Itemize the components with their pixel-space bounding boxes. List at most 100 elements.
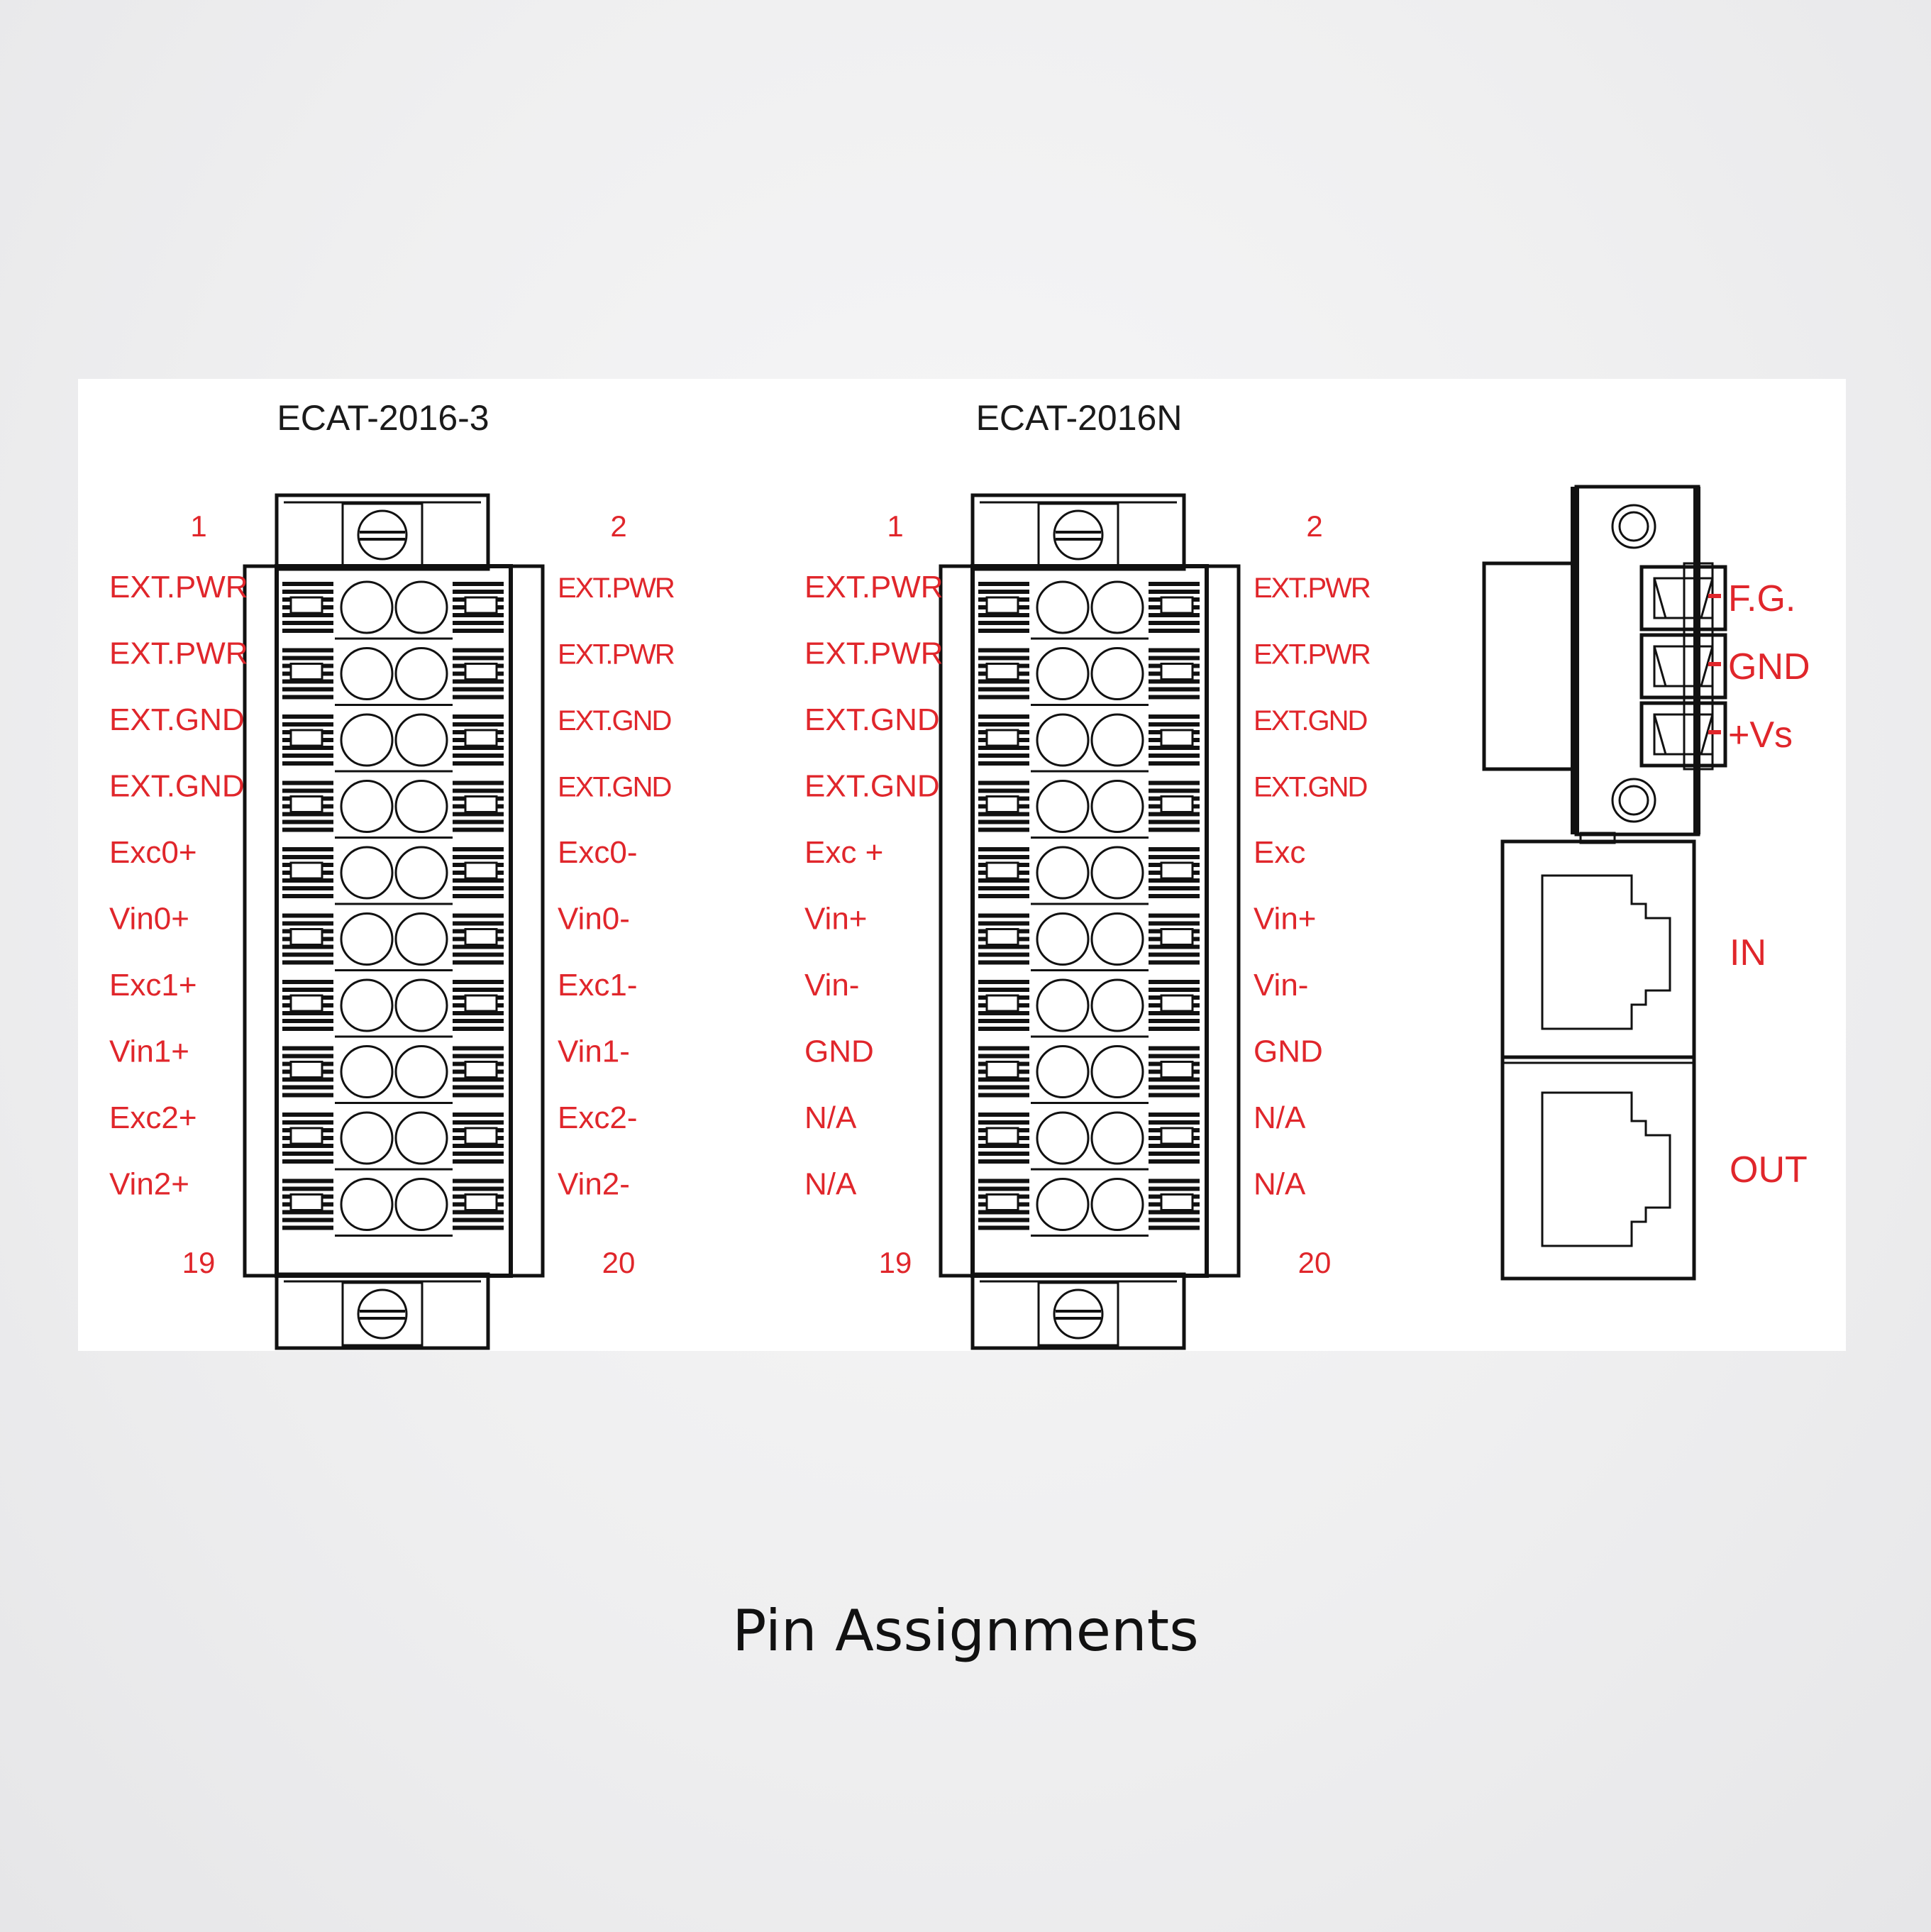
terminal-row: [978, 912, 1200, 971]
pin-number-2: 2: [610, 509, 626, 543]
right-side-labels: EXT.PWREXT.PWREXT.GNDEXT.GNDExcVin+Vin-G…: [1254, 573, 1372, 1202]
screw-icon: [357, 509, 408, 561]
pin-number-19: 19: [879, 1246, 912, 1279]
pin-label-left: EXT.PWR: [804, 636, 944, 671]
pin-label-right: Exc2-: [558, 1100, 637, 1135]
wire-hole: [1090, 1045, 1144, 1098]
wire-hole: [1036, 1178, 1090, 1231]
pin-label-left: N/A: [804, 1167, 857, 1202]
wire-hole: [1036, 978, 1090, 1032]
pin-number-20: 20: [1298, 1246, 1332, 1279]
pin-label-left: N/A: [804, 1100, 857, 1135]
terminal-row: [978, 580, 1200, 640]
power-terminal-slot: [1639, 565, 1727, 631]
pin-number-19: 19: [182, 1246, 216, 1279]
module-ecat-2016n: ECAT-2016N 1 2 19 20 EXT.PWREXT.PWREXT.G…: [804, 398, 1372, 1350]
pin-number-2: 2: [1306, 509, 1322, 543]
terminal-row: [282, 1045, 504, 1104]
wire-hole: [1036, 912, 1090, 966]
screw-cap: [275, 493, 490, 571]
wire-hole: [394, 713, 448, 767]
pin-label-right: Vin2-: [558, 1167, 630, 1202]
mount-screw-icon: [1611, 504, 1656, 549]
pin-label-left: Vin1+: [109, 1034, 189, 1069]
wire-hole: [1090, 846, 1144, 900]
terminal-row: [978, 846, 1200, 905]
pin-label-left: EXT.GND: [109, 769, 245, 804]
pin-label-right: EXT.PWR: [558, 573, 675, 604]
wire-hole: [1090, 1178, 1144, 1231]
pin-assignment-diagram: ECAT-2016-3 1 2 19 20 EXT.PWREXT.PWREXT.…: [109, 398, 1810, 1350]
wire-hole: [340, 713, 394, 767]
wire-hole: [340, 1178, 394, 1231]
leader-line: [1708, 594, 1721, 598]
wire-hole: [1090, 647, 1144, 700]
terminal-row: [282, 580, 504, 640]
pin-label-left: EXT.GND: [109, 702, 245, 737]
wire-hole: [340, 580, 394, 634]
rj45-in-icon: [1541, 874, 1671, 1030]
wire-hole: [394, 846, 448, 900]
wire-hole: [1090, 912, 1144, 966]
wire-hole: [1036, 713, 1090, 767]
pin-label-right: Exc0-: [558, 835, 637, 870]
terminal-row: [978, 780, 1200, 839]
wire-hole: [340, 846, 394, 900]
screw-cap: [970, 493, 1186, 571]
pin-number-1: 1: [190, 509, 206, 543]
screw-icon: [1053, 1288, 1104, 1340]
pin-label-right: GND: [1254, 1034, 1323, 1069]
pin-label-right: EXT.GND: [1254, 772, 1366, 803]
port-label-out: OUT: [1730, 1149, 1808, 1191]
wire-hole: [340, 1111, 394, 1165]
pin-label-right: Vin+: [1254, 902, 1317, 937]
terminal-row: [282, 846, 504, 905]
pin-label-left: Vin2+: [109, 1167, 189, 1202]
leader-line: [1708, 730, 1721, 734]
wire-hole: [1090, 780, 1144, 833]
wire-hole: [394, 580, 448, 634]
wire-hole: [1036, 647, 1090, 700]
power-and-ethernet-ports: F.G.GND+Vs IN OUT: [1482, 485, 1810, 1281]
screw-cap: [970, 1272, 1186, 1350]
leader-line: [1708, 662, 1721, 666]
power-pin-label: GND: [1728, 646, 1810, 688]
wire-hole: [394, 647, 448, 700]
wire-hole: [340, 647, 394, 700]
pin-label-left: EXT.GND: [804, 769, 940, 804]
terminal-row: [978, 978, 1200, 1038]
pin-label-right: Vin0-: [558, 902, 630, 937]
pin-label-right: EXT.GND: [558, 772, 670, 803]
wire-hole: [394, 978, 448, 1032]
pin-label-left: Exc1+: [109, 968, 197, 1003]
wire-hole: [1090, 978, 1144, 1032]
wire-hole: [1090, 580, 1144, 634]
power-terminal-slot: [1639, 701, 1727, 768]
pin-label-right: N/A: [1254, 1167, 1306, 1202]
power-pin-label: F.G.: [1728, 578, 1796, 619]
right-side-labels: EXT.PWREXT.PWREXT.GNDEXT.GNDExc0-Vin0-Ex…: [558, 573, 676, 1202]
terminal-row: [978, 1178, 1200, 1237]
connector-housing: [275, 564, 513, 1278]
pin-label-left: EXT.PWR: [109, 570, 248, 605]
model-title-middle: ECAT-2016N: [976, 398, 1183, 438]
wire-hole: [394, 912, 448, 966]
terminal-row: [282, 780, 504, 839]
screw-icon: [357, 1288, 408, 1340]
wire-hole: [340, 912, 394, 966]
ethernet-port-block: [1500, 832, 1696, 1281]
wire-hole: [340, 1045, 394, 1098]
pin-label-right: Exc: [1254, 835, 1305, 870]
wire-hole: [1090, 713, 1144, 767]
power-pin-labels: F.G.GND+Vs: [1708, 578, 1810, 756]
terminal-row: [282, 912, 504, 971]
module-ecat-2016-3: ECAT-2016-3 1 2 19 20 EXT.PWREXT.PWREXT.…: [109, 398, 676, 1350]
pin-label-left: GND: [804, 1034, 874, 1069]
pin-label-left: EXT.PWR: [804, 570, 944, 605]
pin-number-20: 20: [602, 1246, 636, 1279]
wire-hole: [1036, 780, 1090, 833]
terminal-block-left: [243, 493, 545, 1350]
wire-hole: [1036, 1111, 1090, 1165]
pin-label-right: Vin1-: [558, 1034, 630, 1069]
power-terminal-block: [1482, 485, 1727, 837]
